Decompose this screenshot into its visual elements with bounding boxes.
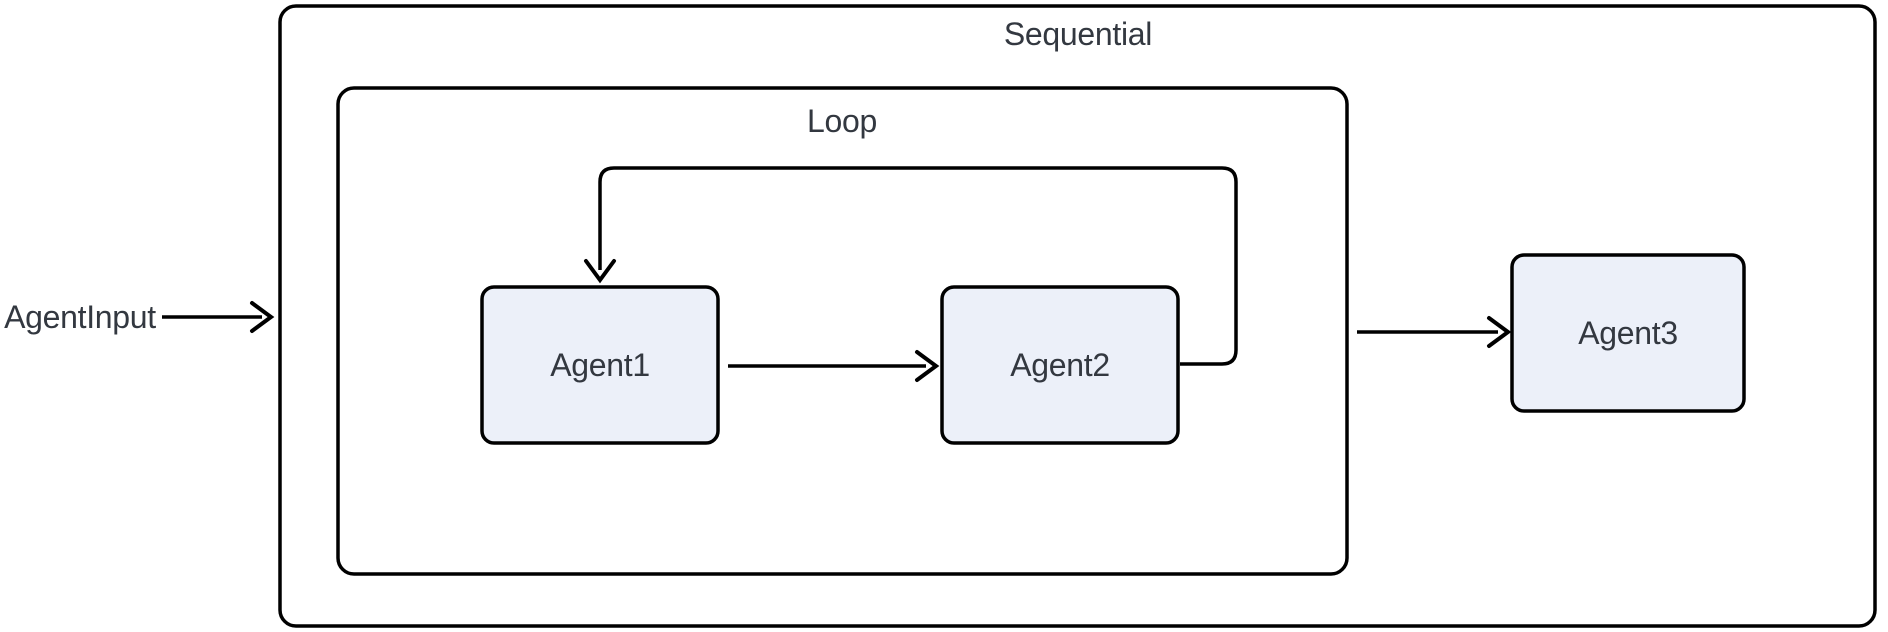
- loop-label: Loop: [807, 103, 877, 139]
- edge-agent1-to-agent2: [728, 350, 940, 382]
- loop-container: [336, 86, 1349, 576]
- arrowhead-right-icon: [915, 350, 940, 382]
- arrowhead-down-icon: [584, 259, 616, 284]
- agent2-box: [940, 285, 1180, 445]
- edge-input-to-sequential: [162, 301, 275, 333]
- arrowhead-right-icon: [1487, 316, 1512, 348]
- edge-loop-to-agent3: [1357, 316, 1512, 348]
- agent3-label: Agent3: [1578, 315, 1678, 351]
- edge-agent2-loopback-to-agent1: [584, 166, 1238, 366]
- agent3-node: Agent3: [1510, 253, 1746, 413]
- arrowhead-right-icon: [250, 301, 275, 333]
- agent3-box: [1510, 253, 1746, 413]
- agent1-label: Agent1: [550, 347, 650, 383]
- agent1-node: Agent1: [480, 285, 720, 445]
- agent2-label: Agent2: [1010, 347, 1110, 383]
- sequential-label: Sequential: [1004, 16, 1152, 52]
- agent2-node: Agent2: [940, 285, 1180, 445]
- edge-loopback-line: [598, 166, 1238, 366]
- agent1-box: [480, 285, 720, 445]
- agent-input-label: AgentInput: [4, 299, 156, 335]
